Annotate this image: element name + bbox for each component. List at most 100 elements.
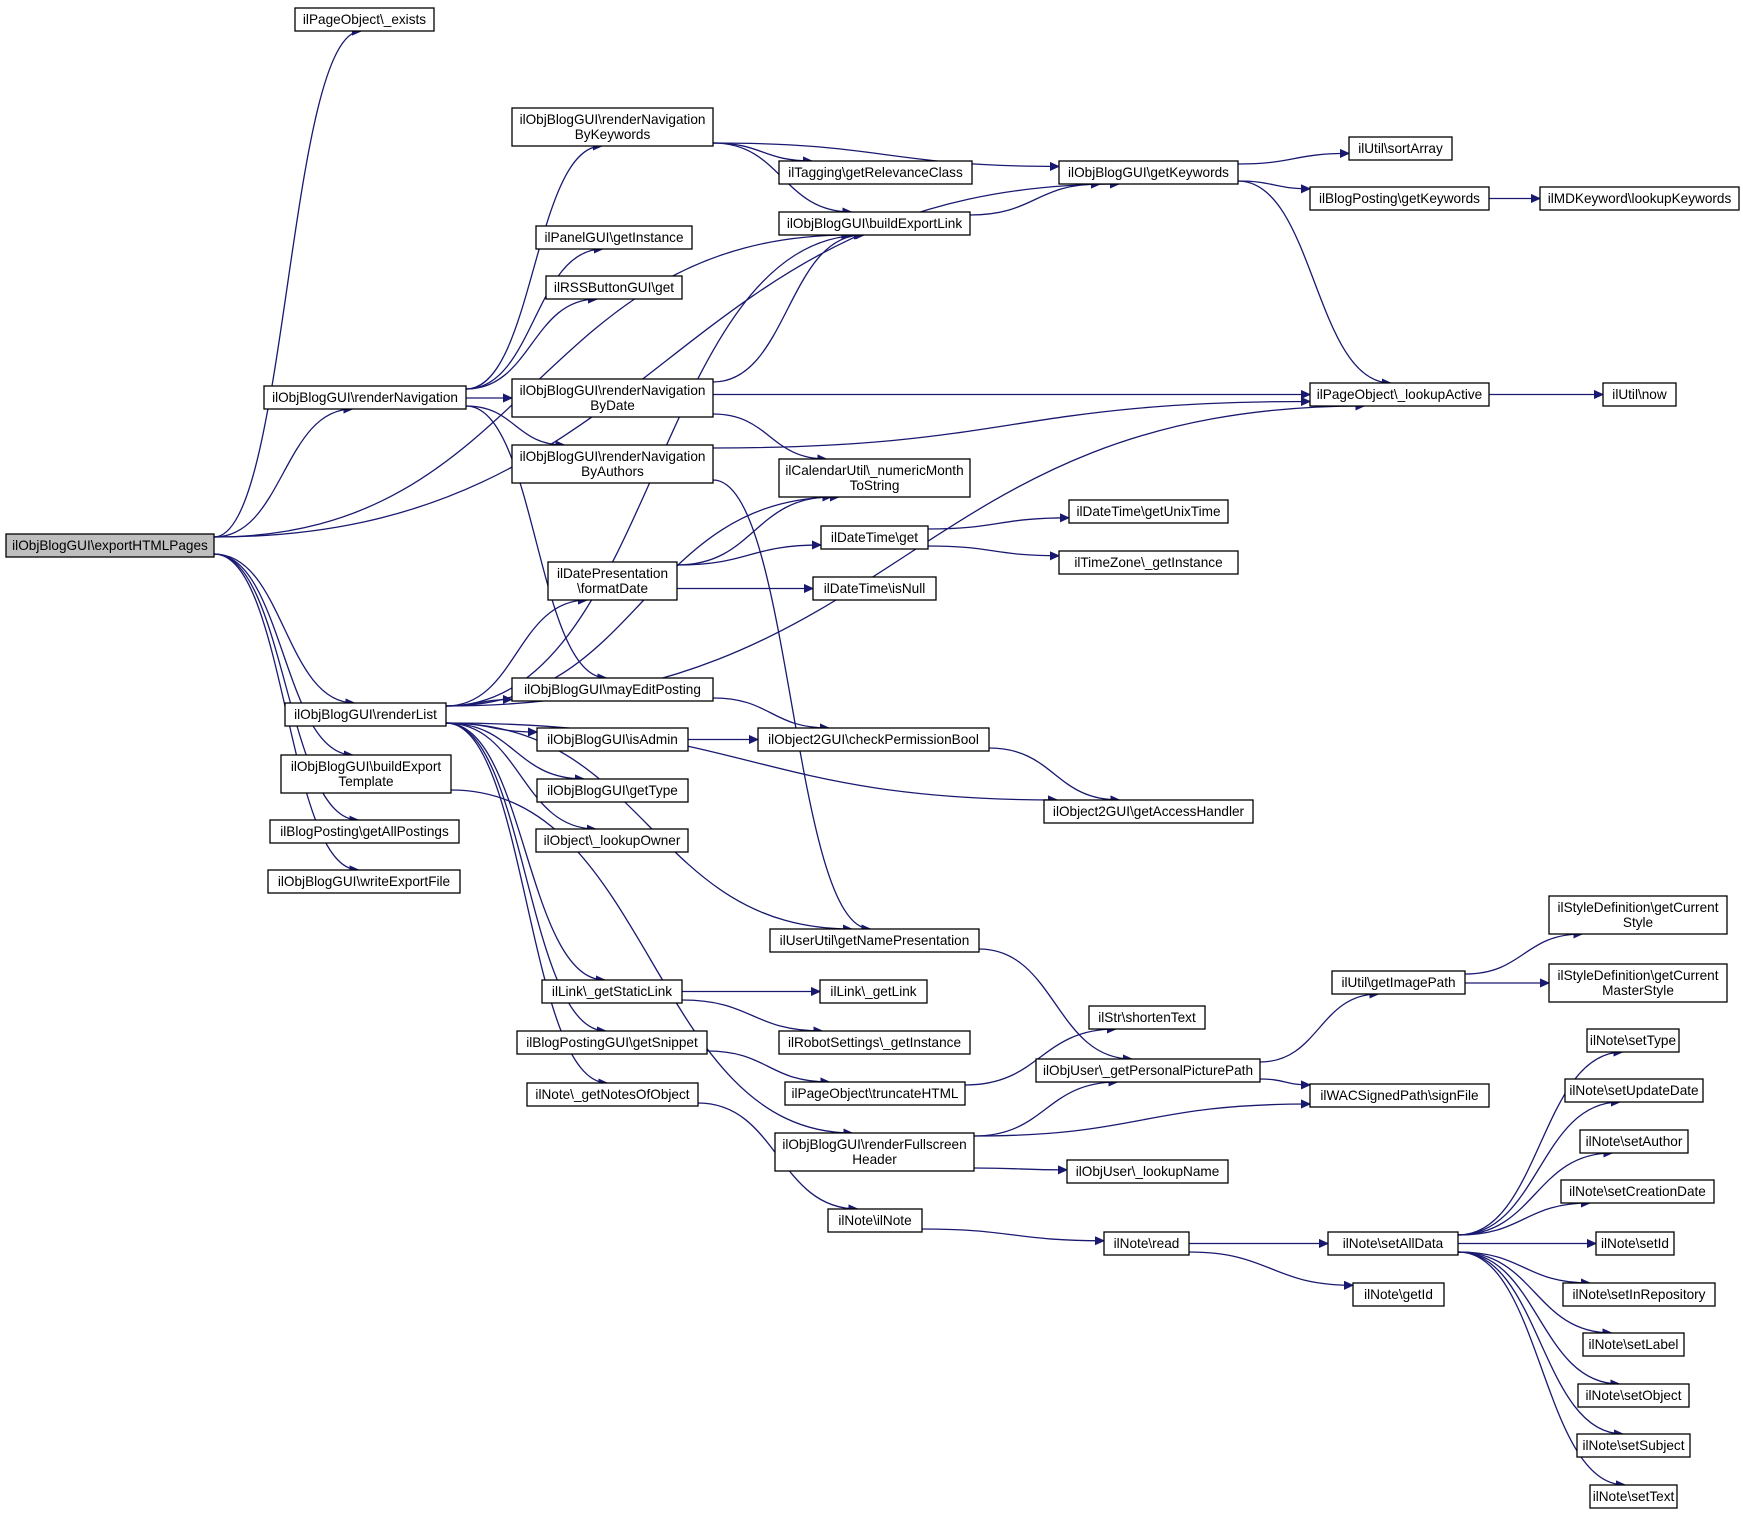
node-pageExists[interactable]: ilPageObject\_exists xyxy=(294,7,435,32)
node-renderList[interactable]: ilObjBlogGUI\renderList xyxy=(284,702,447,727)
edge-renderList-to-noteGetNotesOfObject xyxy=(445,722,607,1083)
node-datePresFormat[interactable]: ilDatePresentation\formatDate xyxy=(547,561,678,601)
node-noteSetType[interactable]: ilNote\setType xyxy=(1586,1028,1680,1053)
edge-renderList-to-datePresFormat xyxy=(445,600,587,707)
node-label: Header xyxy=(852,1152,897,1167)
node-linkGetLink[interactable]: ilLink\_getLink xyxy=(819,979,928,1004)
node-box xyxy=(1088,1005,1206,1030)
node-sortArray[interactable]: ilUtil\sortArray xyxy=(1348,136,1453,161)
node-label: ilObjBlogGUI\isAdmin xyxy=(547,732,678,747)
edges-layer xyxy=(213,31,1625,1485)
node-userPicturePath[interactable]: ilObjUser\_getPersonalPicturePath xyxy=(1035,1058,1261,1083)
node-label: ilObjBlogGUI\renderNavigation xyxy=(520,449,706,464)
node-noteSetLabel[interactable]: ilNote\setLabel xyxy=(1582,1332,1685,1357)
node-exportHTMLPages[interactable]: ilObjBlogGUI\exportHTMLPages xyxy=(5,533,215,558)
node-linkGetStatic[interactable]: ilLink\_getStaticLink xyxy=(541,979,683,1004)
node-userLookupName[interactable]: ilObjUser\_lookupName xyxy=(1066,1159,1229,1184)
node-box xyxy=(511,107,714,147)
node-postingGetKeywords[interactable]: ilBlogPosting\getKeywords xyxy=(1309,186,1490,211)
node-truncateHTML[interactable]: ilPageObject\truncateHTML xyxy=(784,1081,966,1106)
node-label: ilObjBlogGUI\getKeywords xyxy=(1068,165,1229,180)
node-box xyxy=(263,385,467,410)
node-postingGuiSnippet[interactable]: ilBlogPostingGUI\getSnippet xyxy=(516,1030,708,1055)
edge-checkPermBool-to-getAccessHandler xyxy=(988,747,1120,800)
node-isAdmin[interactable]: ilObjBlogGUI\isAdmin xyxy=(536,727,689,752)
node-noteSetUpdateDate[interactable]: ilNote\setUpdateDate xyxy=(1564,1078,1704,1103)
node-lookupOwner[interactable]: ilObject\_lookupOwner xyxy=(535,828,689,853)
node-box xyxy=(778,160,973,185)
node-strShortenText[interactable]: ilStr\shortenText xyxy=(1088,1005,1206,1030)
node-label: ilBlogPostingGUI\getSnippet xyxy=(526,1035,698,1050)
edge-postingGuiSnippet-to-truncateHTML xyxy=(706,1050,830,1082)
node-mayEditPosting[interactable]: ilObjBlogGUI\mayEditPosting xyxy=(511,677,714,702)
node-label: ilLink\_getStaticLink xyxy=(552,984,672,999)
node-wacSignFile[interactable]: ilWACSignedPath\signFile xyxy=(1309,1083,1490,1108)
node-tzGetInstance[interactable]: ilTimeZone\_getInstance xyxy=(1058,550,1239,575)
node-getNamePresentation[interactable]: ilUserUtil\getNamePresentation xyxy=(769,928,980,953)
node-renderNavigation[interactable]: ilObjBlogGUI\renderNavigation xyxy=(263,385,467,410)
node-box xyxy=(820,525,929,550)
node-box xyxy=(5,533,215,558)
node-mdLookupKeywords[interactable]: ilMDKeyword\lookupKeywords xyxy=(1539,186,1740,211)
edge-dateTimeGet-to-dateTimeGetUnix xyxy=(927,518,1069,530)
node-label: ilNote\_getNotesOfObject xyxy=(535,1087,689,1102)
node-buildExportLink[interactable]: ilObjBlogGUI\buildExportLink xyxy=(778,211,971,236)
node-writeExportFile[interactable]: ilObjBlogGUI\writeExportFile xyxy=(267,869,461,894)
node-label: MasterStyle xyxy=(1602,983,1674,998)
node-utilNow[interactable]: ilUtil\now xyxy=(1602,382,1677,407)
node-box xyxy=(269,819,460,844)
node-noteSetSubject[interactable]: ilNote\setSubject xyxy=(1576,1433,1691,1458)
node-label: ilNote\setAuthor xyxy=(1586,1134,1683,1149)
node-getType[interactable]: ilObjBlogGUI\getType xyxy=(536,778,689,803)
node-getAllPostings[interactable]: ilBlogPosting\getAllPostings xyxy=(269,819,460,844)
node-noteSetInRepository[interactable]: ilNote\setInRepository xyxy=(1562,1282,1716,1307)
edge-noteSetAllData-to-noteSetCreationDate xyxy=(1457,1203,1590,1236)
node-noteGetNotesOfObject[interactable]: ilNote\_getNotesOfObject xyxy=(526,1082,699,1107)
node-panelGetInstance[interactable]: ilPanelGUI\getInstance xyxy=(535,225,693,250)
node-label: ilObject2GUI\getAccessHandler xyxy=(1053,804,1245,819)
node-robotGetInstance[interactable]: ilRobotSettings\_getInstance xyxy=(778,1030,971,1055)
node-noteSetText[interactable]: ilNote\setText xyxy=(1589,1484,1678,1509)
node-label: ilObject2GUI\checkPermissionBool xyxy=(768,732,979,747)
node-noteRead[interactable]: ilNote\read xyxy=(1103,1231,1190,1256)
node-utilGetImagePath[interactable]: ilUtil\getImagePath xyxy=(1331,970,1466,995)
node-label: ilNote\setText xyxy=(1593,1489,1675,1504)
node-noteSetObject[interactable]: ilNote\setObject xyxy=(1577,1383,1690,1408)
node-dateTimeGet[interactable]: ilDateTime\get xyxy=(820,525,929,550)
node-label: ilStr\shortenText xyxy=(1098,1010,1196,1025)
node-noteSetCreationDate[interactable]: ilNote\setCreationDate xyxy=(1560,1179,1715,1204)
node-noteSetAllData[interactable]: ilNote\setAllData xyxy=(1327,1231,1459,1256)
node-noteIlNote[interactable]: ilNote\ilNote xyxy=(827,1208,923,1233)
node-box xyxy=(1331,970,1466,995)
node-lookupActive[interactable]: ilPageObject\_lookupActive xyxy=(1309,382,1490,407)
node-noteSetAuthor[interactable]: ilNote\setAuthor xyxy=(1579,1129,1689,1154)
node-box xyxy=(526,1082,699,1107)
node-noteSetId[interactable]: ilNote\setId xyxy=(1595,1231,1675,1256)
edge-renderList-to-getAccessHandler xyxy=(445,722,1057,800)
edge-exportHTMLPages-to-buildExportTemplate xyxy=(213,553,353,755)
node-taggingRel[interactable]: ilTagging\getRelevanceClass xyxy=(778,160,973,185)
node-dateTimeIsNull[interactable]: ilDateTime\isNull xyxy=(812,576,937,601)
node-label: ilObjBlogGUI\renderNavigation xyxy=(272,390,458,405)
node-rssGet[interactable]: ilRSSButtonGUI\get xyxy=(545,275,683,300)
node-checkPermBool[interactable]: ilObject2GUI\checkPermissionBool xyxy=(757,727,990,752)
node-label: ilObjUser\_lookupName xyxy=(1076,1164,1220,1179)
edge-exportHTMLPages-to-renderList xyxy=(213,553,355,703)
node-box xyxy=(267,869,461,894)
node-box xyxy=(1576,1433,1691,1458)
node-box xyxy=(1068,499,1229,524)
node-getAccessHandler[interactable]: ilObject2GUI\getAccessHandler xyxy=(1043,799,1254,824)
node-noteGetId[interactable]: ilNote\getId xyxy=(1352,1282,1445,1307)
node-dateTimeGetUnix[interactable]: ilDateTime\getUnixTime xyxy=(1068,499,1229,524)
node-box xyxy=(536,778,689,803)
node-getKeywordsBlog[interactable]: ilObjBlogGUI\getKeywords xyxy=(1058,160,1239,185)
node-label: ilObjBlogGUI\renderNavigation xyxy=(520,383,706,398)
